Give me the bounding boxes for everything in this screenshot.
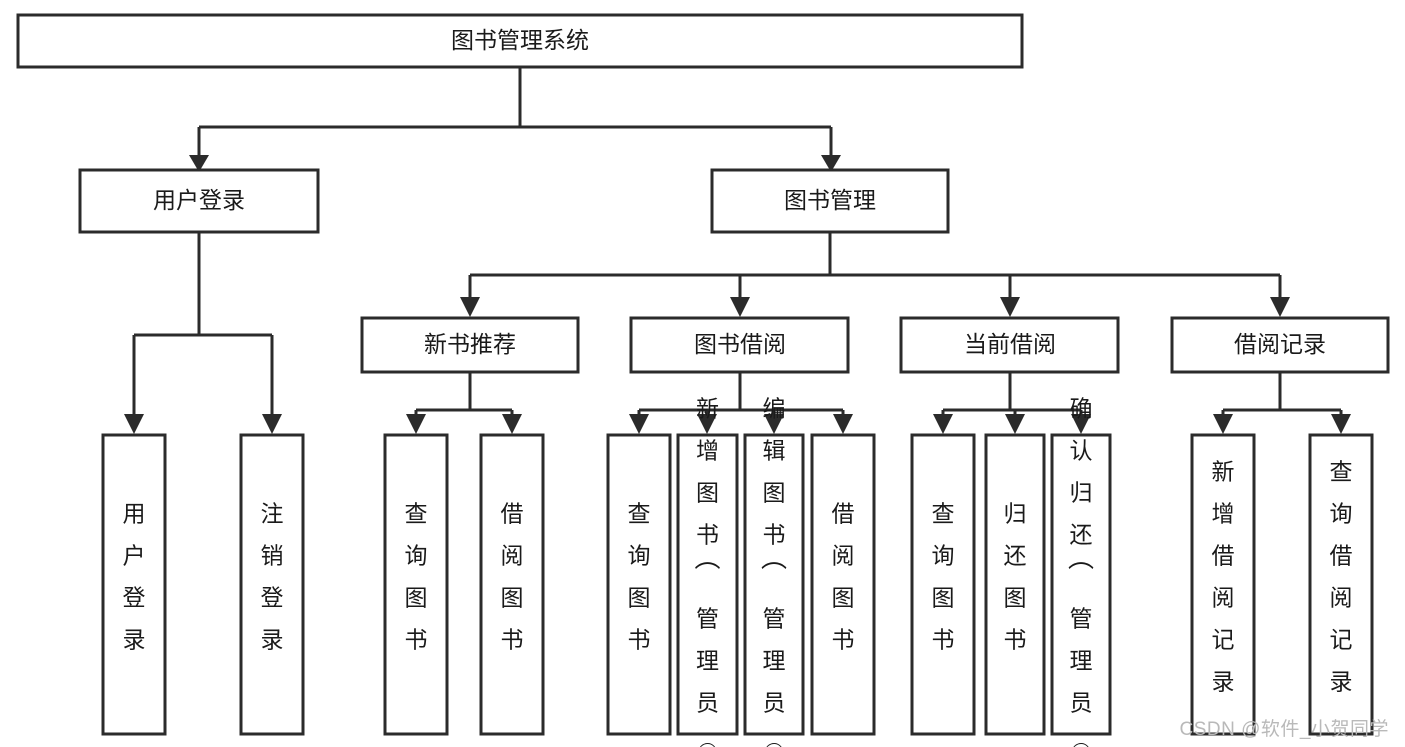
- node-book-management[interactable]: 图书管理: [710, 168, 950, 234]
- arrow-to-leaf-query-book-borrow: [629, 414, 649, 434]
- leaf-leaf-borrow-book-rec-box[interactable]: [479, 433, 545, 736]
- arrow-to-leaf-borrow-book: [833, 414, 853, 434]
- connector-layer: [124, 67, 1351, 434]
- leaf-leaf-borrow-book-label: 借阅图书: [832, 501, 855, 653]
- connector-current-borrow-bus: [941, 372, 1083, 418]
- arrow-to-leaf-user-login: [124, 414, 144, 434]
- arrow-to-current-borrow: [1000, 297, 1020, 317]
- node-new-book-recommend[interactable]: 新书推荐: [360, 316, 580, 374]
- node-user-login[interactable]: 用户登录: [78, 168, 320, 234]
- connector-user-login-bus: [132, 232, 274, 418]
- leaf-leaf-query-book-current-box[interactable]: [910, 433, 976, 736]
- node-borrow-record-box[interactable]: [1170, 316, 1390, 374]
- leaf-leaf-borrow-book-rec[interactable]: 借阅图书: [479, 433, 545, 736]
- leaf-leaf-query-book-borrow-label: 查询图书: [628, 501, 651, 653]
- node-current-borrow-box[interactable]: [899, 316, 1120, 374]
- arrow-to-leaf-edit-book-admin: [764, 414, 784, 434]
- leaf-leaf-query-book-current[interactable]: 查询图书: [910, 433, 976, 736]
- leaf-leaf-add-borrow-record-box[interactable]: [1190, 433, 1256, 736]
- leaf-leaf-edit-book-admin-box[interactable]: [743, 433, 805, 736]
- arrow-to-user-login: [189, 155, 209, 172]
- arrow-to-leaf-borrow-book-rec: [502, 414, 522, 434]
- leaf-leaf-return-book[interactable]: 归还图书: [984, 433, 1046, 736]
- arrow-to-leaf-confirm-return-admin: [1071, 414, 1091, 434]
- csdn-watermark: CSDN @软件_小贺同学: [1179, 719, 1389, 740]
- arrow-to-leaf-add-book-admin: [697, 414, 717, 434]
- arrow-to-borrow-record: [1270, 297, 1290, 317]
- node-borrow-record-label: 借阅记录: [1234, 331, 1326, 357]
- node-current-borrow[interactable]: 当前借阅: [899, 316, 1120, 374]
- leaf-leaf-confirm-return-admin-label: 确认归还⌒管理员⌓: [1068, 396, 1094, 747]
- node-book-borrow-label: 图书借阅: [694, 331, 786, 357]
- arrow-to-new-book-recommend: [460, 297, 480, 317]
- connector-new-book-recommend-bus: [414, 372, 514, 418]
- leaf-leaf-query-book-rec-box[interactable]: [383, 433, 449, 736]
- node-new-book-recommend-label: 新书推荐: [424, 331, 516, 357]
- node-borrow-record[interactable]: 借阅记录: [1170, 316, 1390, 374]
- leaf-leaf-logout-box[interactable]: [239, 433, 305, 736]
- node-root-box[interactable]: [16, 13, 1024, 69]
- leaf-leaf-user-login-label: 用户登录: [123, 501, 146, 653]
- leaf-leaf-logout-label: 注销登录: [261, 501, 284, 653]
- connector-borrow-record-bus: [1221, 372, 1343, 418]
- node-book-borrow[interactable]: 图书借阅: [629, 316, 850, 374]
- arrow-to-book-management: [821, 155, 841, 172]
- leaf-leaf-query-book-borrow[interactable]: 查询图书: [606, 433, 672, 736]
- leaf-leaf-borrow-book[interactable]: 借阅图书: [810, 433, 876, 736]
- connector-root-bus: [197, 67, 833, 158]
- connector-book-borrow-bus: [637, 372, 845, 418]
- node-root[interactable]: 图书管理系统: [16, 13, 1024, 69]
- leaf-leaf-query-book-rec[interactable]: 查询图书: [383, 433, 449, 736]
- arrow-to-leaf-query-borrow-record: [1331, 414, 1351, 434]
- arrow-to-leaf-query-book-current: [933, 414, 953, 434]
- node-book-management-box[interactable]: [710, 168, 950, 234]
- node-book-management-label: 图书管理: [784, 187, 876, 213]
- leaf-leaf-borrow-book-box[interactable]: [810, 433, 876, 736]
- leaf-leaf-query-borrow-record[interactable]: 查询借阅记录: [1308, 433, 1374, 736]
- arrow-to-leaf-return-book: [1005, 414, 1025, 434]
- leaf-leaf-query-book-borrow-box[interactable]: [606, 433, 672, 736]
- leaf-leaf-query-borrow-record-label: 查询借阅记录: [1330, 459, 1353, 695]
- leaf-leaf-add-book-admin-label: 新增图书⌒管理员⌓: [694, 396, 720, 747]
- connector-book-management-bus: [468, 232, 1282, 300]
- leaf-leaf-user-login[interactable]: 用户登录: [101, 433, 167, 736]
- leaf-leaf-query-borrow-record-box[interactable]: [1308, 433, 1374, 736]
- leaf-leaf-confirm-return-admin-box[interactable]: [1050, 433, 1112, 736]
- node-root-label: 图书管理系统: [451, 27, 589, 53]
- arrow-to-leaf-logout: [262, 414, 282, 434]
- arrow-to-book-borrow: [730, 297, 750, 317]
- leaf-leaf-query-book-rec-label: 查询图书: [405, 501, 428, 653]
- leaf-leaf-confirm-return-admin[interactable]: 确认归还⌒管理员⌓: [1050, 396, 1112, 747]
- leaf-leaf-user-login-box[interactable]: [101, 433, 167, 736]
- leaf-leaf-add-borrow-record[interactable]: 新增借阅记录: [1190, 433, 1256, 736]
- arrow-to-leaf-add-borrow-record: [1213, 414, 1233, 434]
- node-user-login-label: 用户登录: [153, 187, 245, 213]
- node-current-borrow-label: 当前借阅: [964, 331, 1056, 357]
- leaf-node-layer: 用户登录 注销登录 查询图书 借阅图书 查询图书 新增图书⌒管理员⌓ 编辑图书⌒管理员⌓ 借阅…: [101, 396, 1374, 747]
- leaf-leaf-return-book-label: 归还图书: [1004, 501, 1027, 653]
- leaf-leaf-edit-book-admin-label: 编辑图书⌒管理员⌓: [761, 396, 787, 747]
- node-user-login-box[interactable]: [78, 168, 320, 234]
- leaf-leaf-edit-book-admin[interactable]: 编辑图书⌒管理员⌓: [743, 396, 805, 747]
- node-book-borrow-box[interactable]: [629, 316, 850, 374]
- leaf-leaf-add-book-admin-box[interactable]: [676, 433, 739, 736]
- leaf-leaf-add-book-admin[interactable]: 新增图书⌒管理员⌓: [676, 396, 739, 747]
- leaf-leaf-return-book-box[interactable]: [984, 433, 1046, 736]
- leaf-leaf-query-book-current-label: 查询图书: [932, 501, 955, 653]
- node-new-book-recommend-box[interactable]: [360, 316, 580, 374]
- leaf-leaf-add-borrow-record-label: 新增借阅记录: [1212, 459, 1235, 695]
- arrow-to-leaf-query-book-rec: [406, 414, 426, 434]
- leaf-leaf-borrow-book-rec-label: 借阅图书: [501, 501, 524, 653]
- leaf-leaf-logout[interactable]: 注销登录: [239, 433, 305, 736]
